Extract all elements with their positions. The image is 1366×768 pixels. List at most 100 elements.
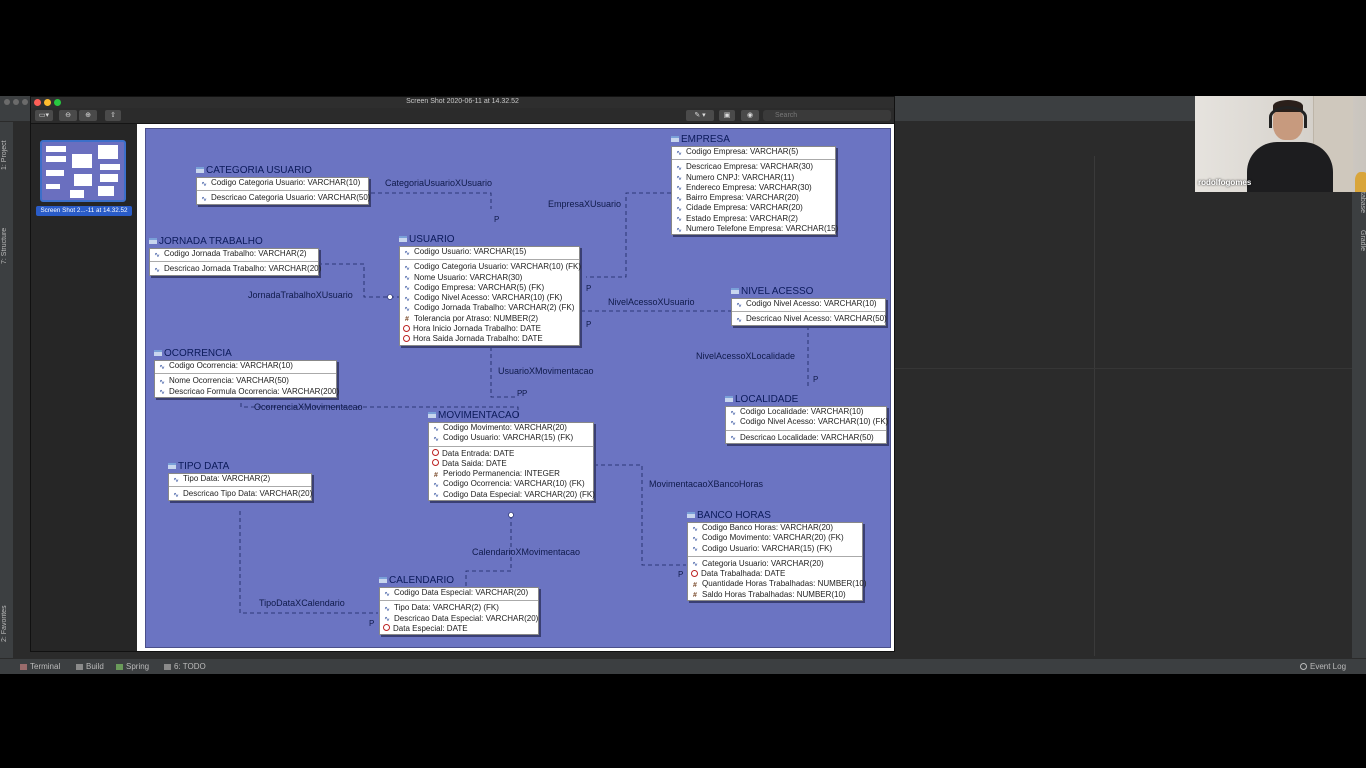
rel-label-jornada-usuario: JornadaTrabalhoXUsuario	[248, 290, 353, 300]
close-button[interactable]	[34, 99, 41, 106]
column-text: Codigo Ocorrencia: VARCHAR(10)	[169, 361, 293, 370]
string-type-icon	[675, 176, 683, 182]
column-text: Codigo Banco Horas: VARCHAR(20)	[702, 523, 834, 532]
gradle-tab[interactable]: Gradle	[1359, 230, 1366, 252]
string-type-icon	[158, 365, 166, 371]
string-type-icon	[691, 562, 699, 568]
cardinality-mark: P	[522, 389, 528, 398]
key-separator	[672, 159, 835, 161]
entity-title-text: NIVEL ACESSO	[741, 286, 814, 297]
entity-title: NIVEL ACESSO	[731, 286, 813, 298]
column-text: Nome Usuario: VARCHAR(30)	[414, 272, 523, 282]
attribute-row: Hora Inicio Jornada Trabalho: DATE	[400, 324, 579, 334]
todo-button[interactable]: 6: TODO	[164, 662, 206, 671]
attribute-row: Data Saida: DATE	[429, 459, 593, 469]
primary-key-row: Codigo Categoria Usuario: VARCHAR(10)	[197, 178, 368, 188]
entity-title-text: EMPRESA	[681, 134, 730, 145]
string-type-icon	[172, 493, 180, 499]
ide-left-tool-strip: 1: Project 7: Structure 2: Favorites	[0, 122, 14, 658]
spring-label: Spring	[126, 662, 150, 671]
primary-key-row: Codigo Jornada Trabalho: VARCHAR(2)	[150, 249, 318, 259]
terminal-button[interactable]: Terminal	[20, 662, 60, 671]
attribute-row: Descricao Data Especial: VARCHAR(20)	[380, 614, 538, 624]
cardinality-mark: P	[586, 320, 592, 329]
entity-title: TIPO DATA	[168, 461, 229, 473]
string-type-icon	[383, 617, 391, 623]
minimize-button[interactable]	[44, 99, 51, 106]
rel-label-mov-banco: MovimentacaoXBancoHoras	[649, 479, 764, 489]
primary-key-row: Codigo Nivel Acesso: VARCHAR(10) (FK)	[726, 417, 888, 427]
sidebar-toggle-button[interactable]: ▭▾	[35, 110, 53, 121]
attribute-row: Codigo Jornada Trabalho: VARCHAR(2) (FK)	[400, 303, 579, 313]
entity-title-text: OCORRENCIA	[164, 348, 232, 359]
column-text: Tolerancia por Atraso: NUMBER(2)	[414, 313, 539, 323]
cardinality-mark: P	[678, 570, 684, 579]
attribute-row: Nome Ocorrencia: VARCHAR(50)	[155, 376, 336, 386]
column-text: Codigo Usuario: VARCHAR(15) (FK)	[443, 433, 574, 443]
page-thumbnail[interactable]	[40, 140, 126, 202]
key-separator	[169, 486, 311, 488]
primary-key-row: Codigo Usuario: VARCHAR(15)	[400, 247, 579, 257]
entity-body: Codigo Categoria Usuario: VARCHAR(10)Des…	[196, 177, 370, 205]
zoom-in-button[interactable]: ⊕	[79, 110, 97, 121]
entity-title-text: LOCALIDADE	[735, 394, 799, 405]
entity-title: OCORRENCIA	[154, 348, 232, 360]
rel-line-jornada-usuario	[318, 263, 399, 298]
attribute-row: Data Especial: DATE	[380, 624, 538, 634]
entity-title: CALENDARIO	[379, 575, 454, 587]
event-log-button[interactable]: Event Log	[1300, 662, 1346, 671]
zoom-out-button[interactable]: ⊖	[59, 110, 77, 121]
attribute-row: Descricao Formula Ocorrencia: VARCHAR(20…	[155, 387, 339, 397]
favorites-tab[interactable]: 2: Favorites	[1, 605, 8, 642]
entity-body: Codigo Nivel Acesso: VARCHAR(10)Descrica…	[731, 298, 887, 326]
column-text: Cidade Empresa: VARCHAR(20)	[686, 203, 803, 213]
column-text: Codigo Usuario: VARCHAR(15) (FK)	[702, 543, 833, 553]
headset-icon	[1269, 106, 1307, 128]
key-separator	[688, 555, 862, 557]
column-text: Codigo Data Especial: VARCHAR(20)	[394, 588, 529, 597]
ide-minimize-button[interactable]	[13, 99, 19, 105]
share-button[interactable]: ⇧	[105, 110, 121, 121]
ide-zoom-button[interactable]	[22, 99, 28, 105]
ide-close-button[interactable]	[4, 99, 10, 105]
key-separator	[197, 190, 368, 192]
string-type-icon	[383, 607, 391, 613]
preview-title: Screen Shot 2020-06-11 at 14.32.52	[406, 98, 519, 105]
project-tab[interactable]: 1: Project	[1, 140, 8, 170]
search-field[interactable]: Search	[763, 110, 891, 121]
string-type-icon	[729, 436, 737, 442]
participant-name: rodolfogomes	[1198, 178, 1252, 187]
primary-key-row: Codigo Ocorrencia: VARCHAR(10)	[155, 361, 336, 371]
webcam-plant	[1355, 172, 1366, 192]
string-type-icon	[432, 483, 440, 489]
column-text: Descricao Data Especial: VARCHAR(20)	[394, 613, 539, 623]
todo-label: 6: TODO	[174, 662, 206, 671]
cardinality-mark: P	[494, 215, 500, 224]
zoom-button[interactable]	[54, 99, 61, 106]
column-text: Quantidade Horas Trabalhadas: NUMBER(10)	[702, 579, 867, 589]
primary-key-row: Codigo Data Especial: VARCHAR(20)	[380, 588, 538, 598]
rel-label-empresa-usuario: EmpresaXUsuario	[548, 199, 622, 209]
entity-body: Codigo Localidade: VARCHAR(10)Codigo Niv…	[725, 406, 888, 444]
attribute-row: Data Entrada: DATE	[429, 449, 593, 459]
attribute-row: Saldo Horas Trabalhadas: NUMBER(10)	[688, 590, 862, 600]
spring-button[interactable]: Spring	[116, 662, 149, 671]
build-button[interactable]: Build	[76, 662, 104, 671]
attribute-row: Cidade Empresa: VARCHAR(20)	[672, 203, 835, 213]
string-type-icon	[153, 268, 161, 274]
entity-title: MOVIMENTACAO	[428, 410, 519, 422]
markup-button[interactable]: ✎ ▾	[686, 110, 714, 121]
table-icon	[154, 350, 162, 356]
database-tab[interactable]: tabase	[1359, 192, 1366, 214]
attribute-row: Codigo Nivel Acesso: VARCHAR(10) (FK)	[400, 293, 579, 303]
column-text: Periodo Permanencia: INTEGER	[443, 469, 560, 479]
event-log-icon	[1300, 663, 1307, 671]
annotate-button[interactable]: ◉	[741, 110, 759, 121]
terminal-label: Terminal	[30, 662, 61, 671]
entity-title: EMPRESA	[671, 134, 730, 146]
structure-tab[interactable]: 7: Structure	[1, 227, 8, 264]
string-type-icon	[172, 478, 180, 484]
rotate-button[interactable]: ▣	[719, 110, 735, 121]
rel-line-tipo-calendario	[239, 511, 378, 614]
entity-body: Codigo Banco Horas: VARCHAR(20)Codigo Mo…	[687, 522, 867, 602]
